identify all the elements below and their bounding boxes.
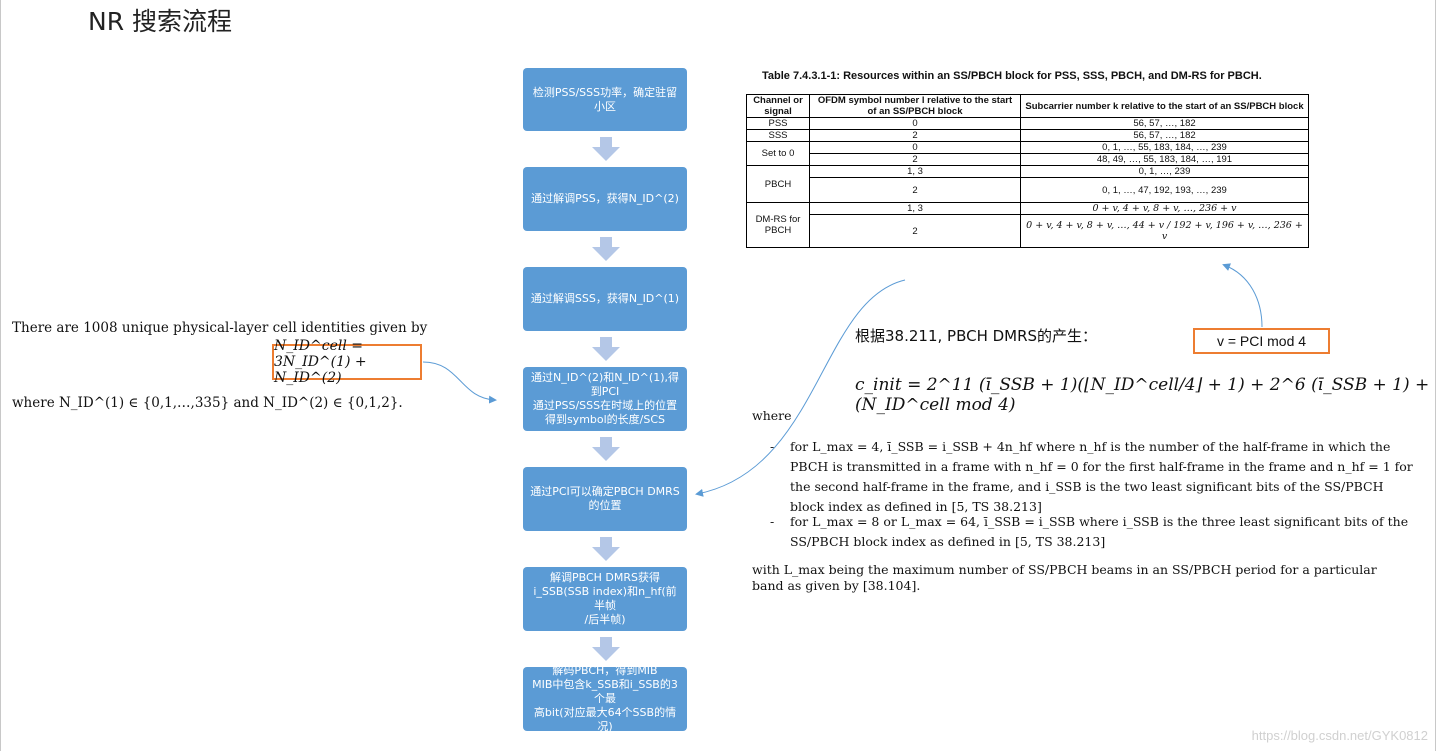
connector-vnote-to-table — [1222, 263, 1263, 328]
flow-step-demod-dmrs: 解调PBCH DMRS获得 i_SSB(SSB index)和n_hf(前半帧 … — [523, 567, 687, 631]
flow-step-demod-sss: 通过解调SSS，获得N_ID^(1) — [523, 267, 687, 331]
cinit-formula: c_init = 2^11 (ī_SSB + 1)(⌊N_ID^cell/4⌋ … — [855, 375, 1430, 415]
table-row: 2 48, 49, …, 55, 183, 184, …, 191 — [747, 153, 1309, 166]
watermark: https://blog.csdn.net/GYK0812 — [1251, 728, 1428, 743]
flow-arrow-5 — [592, 537, 620, 561]
v-note-box: v = PCI mod 4 — [1193, 328, 1330, 354]
flow-step-get-pci: 通过N_ID^(2)和N_ID^(1),得到PCI 通过PSS/SSS在时域上的… — [523, 367, 687, 431]
flow-arrow-2 — [592, 237, 620, 261]
cinit-where: where — [752, 408, 792, 423]
table-row: Set to 0 0 0, 1, …, 55, 183, 184, …, 239 — [746, 141, 1309, 166]
flow-step-detect-cell: 检测PSS/SSS功率，确定驻留 小区 — [523, 68, 687, 131]
table-header-symbol: OFDM symbol number l relative to the sta… — [809, 94, 1021, 118]
page-border-left — [0, 0, 1, 751]
flow-step-demod-pss: 通过解调PSS，获得N_ID^(2) — [523, 167, 687, 231]
table-row: 2 0, 1, …, 47, 192, 193, …, 239 — [747, 177, 1309, 203]
table-header-row: Channel or signal OFDM symbol number l r… — [746, 94, 1309, 118]
dmrs-heading: 根据38.211, PBCH DMRS的产生： — [855, 327, 1098, 345]
resources-table: Channel or signal OFDM symbol number l r… — [746, 94, 1309, 248]
flow-arrow-6 — [592, 637, 620, 661]
bullet-lmax-4: - for L_max = 4, ī_SSB = i_SSB + 4n_hf w… — [770, 439, 1413, 514]
bullet-lmax-8-64: - for L_max = 8 or L_max = 64, ī_SSB = i… — [770, 514, 1409, 549]
flow-arrow-1 — [592, 137, 620, 161]
bullet-dash: - — [770, 439, 775, 454]
bullet-dash: - — [770, 514, 775, 529]
flow-step-decode-pbch: 解码PBCH，得到MIB MIB中包含k_SSB和i_SSB的3个最 高bit(… — [523, 664, 687, 733]
table-header-subcarrier: Subcarrier number k relative to the star… — [1020, 94, 1309, 118]
table-row: 2 0 + v, 4 + v, 8 + v, …, 44 + v / 192 +… — [747, 214, 1309, 248]
flow-arrow-3 — [592, 337, 620, 361]
connector-formula-to-pci — [422, 361, 497, 404]
flow-arrow-4 — [592, 437, 620, 461]
table-row: SSS 2 56, 57, …, 182 — [746, 129, 1309, 142]
lmax-definition: with L_max being the maximum number of S… — [752, 562, 1377, 593]
cell-identity-where: where N_ID^(1) ∈ {0,1,…,335} and N_ID^(2… — [12, 395, 403, 411]
page-title: NR 搜索流程 — [88, 7, 233, 36]
table-title: Table 7.4.3.1-1: Resources within an SS/… — [762, 70, 1262, 82]
cell-identity-intro: There are 1008 unique physical-layer cel… — [12, 320, 428, 336]
flow-step-dmrs-position: 通过PCI可以确定PBCH DMRS 的位置 — [523, 467, 687, 531]
connector-table-to-dmrs-box — [695, 279, 906, 497]
